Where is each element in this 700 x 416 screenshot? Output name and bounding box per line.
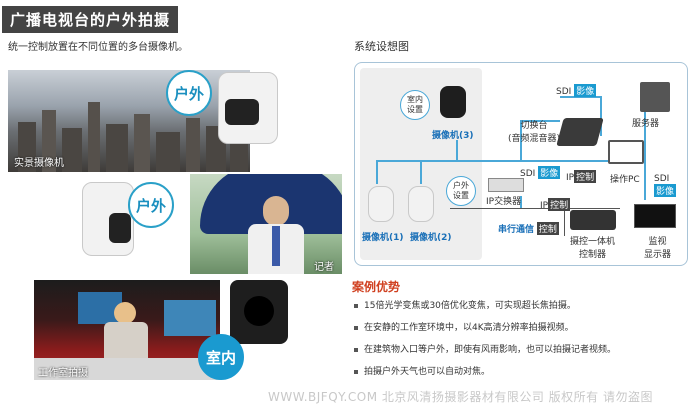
advantage-item: 在建筑物入口等户外，即使有风雨影响，也可以拍摄记者视频。 [354, 342, 616, 355]
camera-2-label: 摄像机(2) [410, 233, 452, 243]
monitor-label: 监视 显示器 [644, 237, 672, 260]
diagram-camera-1 [368, 186, 394, 222]
bubble-outdoor-1: 户外 [166, 70, 212, 116]
studio-camera [230, 280, 288, 344]
watermark: WWW.BJFQY.COM 北京风清扬摄影器材有限公司 版权所有 请勿盗图 [268, 390, 653, 404]
outdoor-camera-2 [82, 182, 134, 256]
monitor-device [634, 204, 676, 228]
operation-pc-device [608, 140, 644, 164]
serial-label: 串行通信 控制 [498, 222, 559, 235]
switcher-device [556, 118, 604, 146]
advantage-item: 拍摄户外天气也可以自动对焦。 [354, 364, 616, 377]
camera-3-label: 摄像机(3) [432, 131, 474, 141]
diagram-title: 系统设想图 [354, 40, 409, 53]
outdoor-setup-badge: 户外 设置 [446, 176, 476, 206]
diagram-camera-2 [408, 186, 434, 222]
server-device [640, 82, 670, 112]
advantage-item: 15倍光学变焦或30倍优化变焦，可实现超长焦拍摄。 [354, 298, 616, 311]
reporter-photo: 记者 [190, 174, 342, 274]
diagram-camera-3 [440, 86, 466, 118]
studio-photo-label: 工作室拍摄 [38, 368, 88, 379]
advantages-title: 案例优势 [352, 280, 401, 294]
sdi-label-mid: SDI 影像 [520, 166, 561, 179]
studio-photo: 工作室拍摄 [34, 280, 220, 380]
advantage-item: 在安静的工作室环境中，以4K高清分辨率拍摄视频。 [354, 320, 616, 333]
page-subtitle: 统一控制放置在不同位置的多台摄像机。 [8, 42, 188, 53]
bubble-outdoor-2: 户外 [128, 182, 174, 228]
sdi-label-top: SDI 影像 [556, 84, 597, 97]
ip-switch-device [488, 178, 524, 192]
server-label: 服务器 [632, 119, 660, 129]
city-photo: 实景摄像机 [8, 70, 250, 172]
outdoor-camera-1 [218, 72, 278, 144]
page-title: 广播电视台的户外拍摄 [2, 6, 179, 33]
advantages-list: 15倍光学变焦或30倍优化变焦，可实现超长焦拍摄。 在安静的工作室环境中，以4K… [354, 298, 616, 386]
controller-device [570, 210, 616, 230]
indoor-setup-badge: 室内 设置 [400, 90, 430, 120]
camera-1-label: 摄像机(1) [362, 233, 404, 243]
city-photo-label: 实景摄像机 [14, 158, 64, 169]
bubble-indoor: 室内 [198, 334, 244, 380]
reporter-photo-label: 记者 [314, 262, 334, 273]
switcher-label: 切换台 (音频混音器) [508, 121, 561, 144]
operation-pc-label: 操作PC [610, 175, 640, 185]
controller-label: 摄控一体机 控制器 [570, 237, 616, 260]
ip-switch-label: IP交换器 [486, 197, 522, 207]
